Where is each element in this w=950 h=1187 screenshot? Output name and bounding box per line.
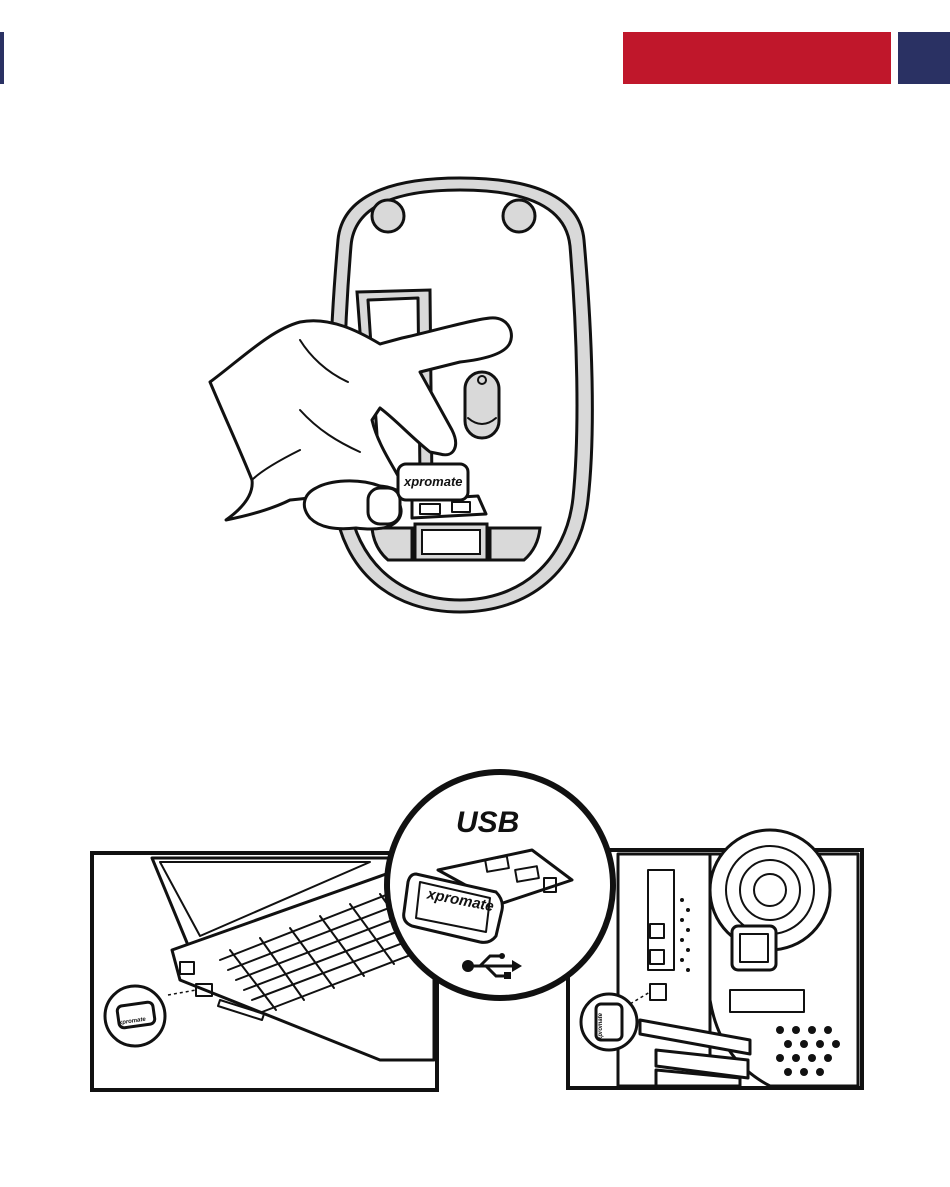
usb-callout-title: USB xyxy=(456,806,519,839)
